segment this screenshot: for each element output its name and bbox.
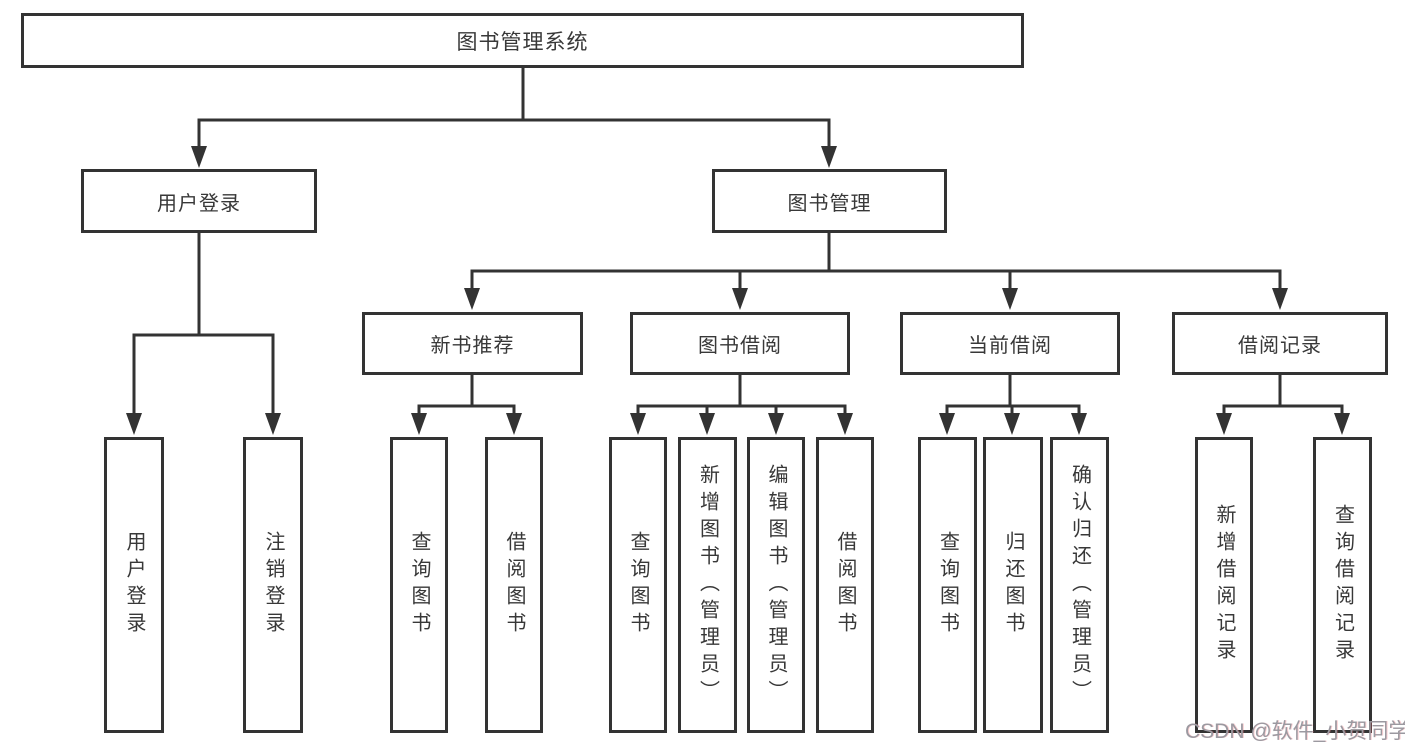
leaf-return-book-label: 归还图书 bbox=[1002, 531, 1024, 639]
node-current-borrowing: 当前借阅 bbox=[900, 312, 1120, 375]
leaf-user-login-label: 用户登录 bbox=[123, 531, 145, 639]
leaf-add-book-admin-label: 新增图书（管理员） bbox=[696, 463, 719, 707]
node-current-borrowing-label: 当前借阅 bbox=[968, 335, 1052, 357]
leaf-recommend-borrow-book-label: 借阅图书 bbox=[503, 531, 525, 639]
leaf-confirm-return-admin-label: 确认归还（管理员） bbox=[1068, 463, 1091, 707]
leaf-recommend-query-book: 查询图书 bbox=[390, 437, 448, 733]
node-new-book-recommend-label: 新书推荐 bbox=[430, 335, 515, 357]
leaf-logout-label: 注销登录 bbox=[262, 531, 284, 639]
leaf-borrowing-borrow-book: 借阅图书 bbox=[816, 437, 874, 733]
leaf-recommend-query-book-label: 查询图书 bbox=[408, 531, 430, 639]
leaf-recommend-borrow-book: 借阅图书 bbox=[485, 437, 543, 733]
leaf-logout: 注销登录 bbox=[243, 437, 303, 733]
leaf-borrowing-query-book-label: 查询图书 bbox=[627, 531, 649, 639]
leaf-confirm-return-admin: 确认归还（管理员） bbox=[1050, 437, 1109, 733]
leaf-borrowing-query-book: 查询图书 bbox=[609, 437, 667, 733]
leaf-add-book-admin: 新增图书（管理员） bbox=[678, 437, 737, 733]
csdn-watermark: CSDN @软件_小贺同学 bbox=[1185, 720, 1405, 743]
leaf-query-borrow-record-label: 查询借阅记录 bbox=[1331, 504, 1354, 666]
leaf-edit-book-admin-label: 编辑图书（管理员） bbox=[765, 463, 787, 707]
leaf-current-query-book: 查询图书 bbox=[918, 437, 977, 733]
node-book-management-label: 图书管理 bbox=[787, 192, 872, 215]
node-user-login-label: 用户登录 bbox=[157, 192, 241, 215]
leaf-add-borrow-record-label: 新增借阅记录 bbox=[1213, 504, 1235, 666]
node-book-borrowing-label: 图书借阅 bbox=[698, 335, 782, 357]
node-library-system-label: 图书管理系统 bbox=[456, 30, 589, 54]
leaf-user-login: 用户登录 bbox=[104, 437, 164, 733]
leaf-edit-book-admin: 编辑图书（管理员） bbox=[747, 437, 805, 733]
leaf-query-borrow-record: 查询借阅记录 bbox=[1313, 437, 1372, 733]
leaf-current-query-book-label: 查询图书 bbox=[936, 531, 959, 639]
node-borrow-records: 借阅记录 bbox=[1172, 312, 1388, 375]
node-library-system: 图书管理系统 bbox=[21, 13, 1024, 68]
leaf-borrowing-borrow-book-label: 借阅图书 bbox=[834, 531, 856, 639]
node-book-management: 图书管理 bbox=[712, 169, 947, 233]
leaf-return-book: 归还图书 bbox=[983, 437, 1043, 733]
node-book-borrowing: 图书借阅 bbox=[630, 312, 850, 375]
node-new-book-recommend: 新书推荐 bbox=[362, 312, 583, 375]
node-user-login: 用户登录 bbox=[81, 169, 317, 233]
leaf-add-borrow-record: 新增借阅记录 bbox=[1195, 437, 1253, 733]
node-borrow-records-label: 借阅记录 bbox=[1238, 335, 1322, 357]
